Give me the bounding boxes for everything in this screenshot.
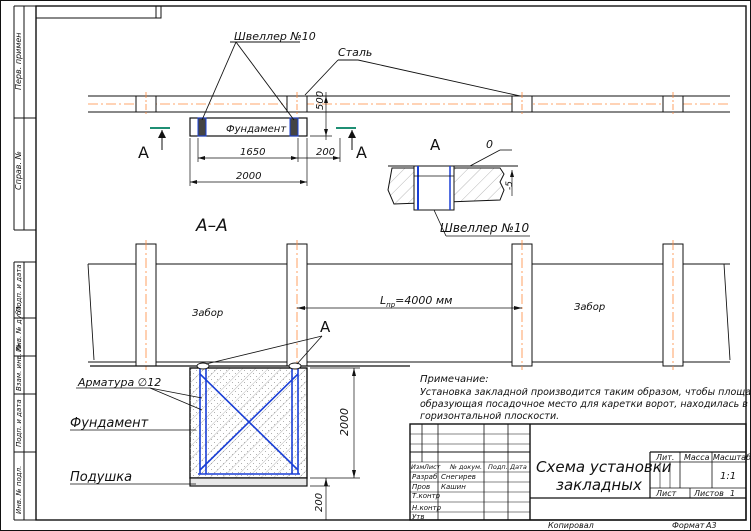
side-label-1: Справ. № (14, 151, 23, 190)
tb-row-tkontr: Т.контр (412, 492, 441, 500)
tb-name-1: Кашин (441, 483, 466, 491)
label-foundation-top: Фундамент (226, 124, 287, 135)
label-channel-top: Швеллер №10 (234, 30, 316, 43)
tb-scale-value: 1:1 (720, 471, 736, 482)
label-dim-500: 500 (315, 91, 326, 110)
title-block (409, 423, 747, 521)
side-label-6: Инв. № подл. (15, 466, 23, 514)
tb-scale-label: Масштаб (713, 453, 751, 462)
tb-row-utv: Утв (412, 513, 424, 521)
label-steel: Сталь (338, 46, 372, 59)
span-sub: пр (386, 301, 396, 309)
detail-zero: 0 (486, 138, 493, 151)
tb-header-doc: № докум. (449, 463, 482, 471)
label-dim-1650: 1650 (240, 147, 265, 158)
side-label-3: Инв. № дубл. (15, 304, 23, 352)
label-fence-left: Забор (192, 307, 223, 319)
label-dim-2000-side: 2000 (338, 408, 351, 436)
section-mark-left: А (138, 143, 149, 162)
detail-channel-label: Швеллер №10 (440, 221, 530, 235)
plan-view (88, 41, 730, 186)
tb-mass: Масса (684, 453, 710, 462)
tb-header-date: Дата (509, 463, 527, 471)
label-rebar: Арматура ∅12 (77, 376, 161, 389)
tb-title-line2: закладных (556, 476, 642, 494)
label-fence-right: Забор (574, 301, 605, 313)
tb-name-0: Снегирев (441, 473, 476, 481)
side-label-0: Перв. примен (14, 32, 23, 90)
tb-header-list: Лист (423, 463, 441, 471)
label-span: Lпр=4000 мм (380, 294, 452, 309)
tb-row-razrab: Разраб (412, 473, 438, 481)
label-dim-200-top: 200 (316, 147, 335, 158)
note-line-2: образующая посадочное место для каретки … (420, 399, 748, 410)
side-label-2: Подп. и дата (15, 264, 23, 312)
tb-row-prov: Пров (412, 483, 430, 491)
section-title: А–А (195, 216, 228, 236)
tb-sheets: Листов (693, 489, 724, 498)
label-dim-200-bottom: 200 (314, 493, 325, 512)
tb-header-sign: Подп. (488, 463, 508, 471)
tb-sheet: Лист (655, 489, 677, 498)
label-foundation: Фундамент (70, 416, 149, 431)
tb-copied: Копировал (548, 521, 594, 530)
label-dim-2000-top: 2000 (236, 171, 261, 182)
label-cushion: Подушка (70, 470, 132, 485)
note-line-1: Установка закладной производится таким о… (420, 387, 751, 398)
section-mark-right: А (356, 143, 367, 162)
span-value: =4000 мм (395, 294, 452, 307)
note-line-3: горизонтальной плоскости. (420, 411, 559, 422)
left-margin-boxes (13, 5, 36, 521)
tb-row-nkontr: Н.контр (412, 504, 442, 512)
tb-header-izm: Изм (411, 463, 424, 471)
tb-title-line1: Схема установки (536, 458, 672, 476)
detail-a (387, 149, 530, 237)
callout-a: А (320, 318, 331, 336)
tb-lit: Лит. (655, 453, 674, 462)
tb-sheets-value: 1 (730, 489, 735, 498)
tb-format-value: А3 (705, 521, 717, 530)
top-corner-box (35, 5, 162, 19)
side-label-4: Взам. инв. № (15, 343, 23, 391)
inner-frame (35, 5, 747, 521)
note-title: Примечание: (420, 374, 489, 385)
side-label-5: Подп. и дата (15, 399, 23, 447)
tb-format: Формат (672, 521, 705, 530)
detail-minus5: -5 (505, 181, 515, 190)
detail-title: А (430, 136, 441, 154)
span-letter: L (380, 294, 386, 307)
section-view (70, 240, 731, 520)
